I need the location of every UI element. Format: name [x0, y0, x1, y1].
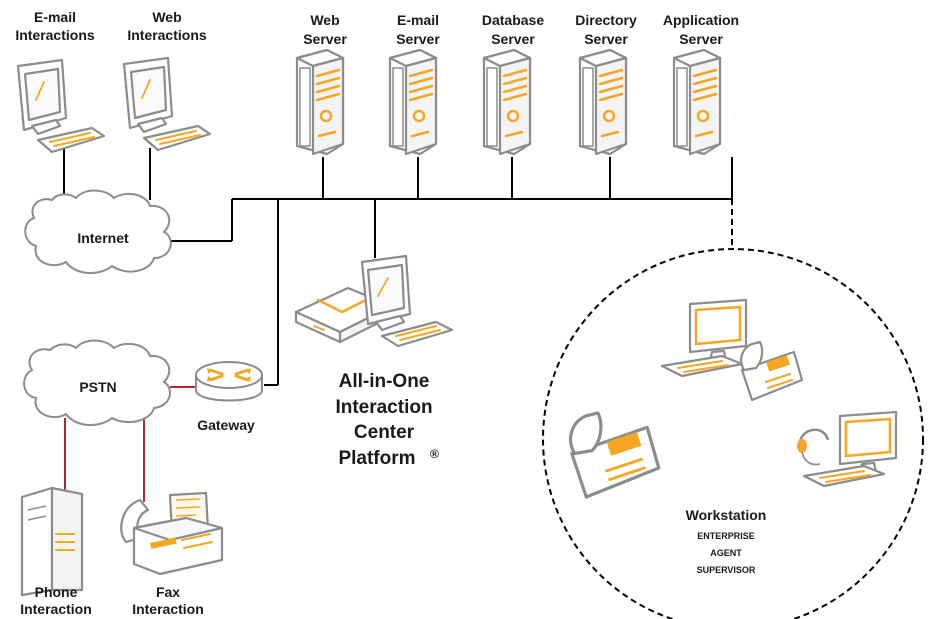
database-server-icon: [482, 48, 532, 156]
email-computer-icon: [16, 58, 106, 154]
gateway-router-icon: [195, 361, 263, 402]
svg-text:Interaction: Interaction: [132, 601, 204, 617]
web-server-icon: [295, 48, 345, 156]
svg-text:Interactions: Interactions: [15, 27, 95, 43]
svg-text:Fax: Fax: [156, 584, 180, 600]
workstation-title: Workstation: [686, 507, 767, 523]
workstation-role-enterprise: ENTERPRISE: [697, 531, 755, 541]
svg-text:Interactions: Interactions: [127, 27, 207, 43]
svg-text:Server: Server: [679, 31, 723, 47]
workstation-zone: [542, 248, 924, 619]
svg-text:Web: Web: [310, 12, 339, 28]
fax-machine-icon: [120, 491, 224, 576]
svg-text:Server: Server: [584, 31, 628, 47]
svg-text:E-mail: E-mail: [34, 9, 76, 25]
email-server-label: E-mail Server: [396, 12, 440, 47]
workstation-role-supervisor: SUPERVISOR: [697, 565, 756, 575]
fax-interaction-label: Fax Interaction: [132, 584, 204, 617]
desk-phone-icon: [569, 411, 661, 499]
phone-interaction-label: Phone Interaction: [20, 584, 92, 617]
workstation-keyboard-icon: [660, 354, 744, 378]
platform-computer-icon: [294, 254, 454, 348]
svg-text:Database: Database: [482, 12, 544, 28]
registered-mark: ®: [430, 447, 439, 461]
directory-server-icon: [578, 48, 628, 156]
svg-text:Interaction: Interaction: [20, 601, 92, 617]
web-server-label: Web Server: [303, 12, 347, 47]
svg-text:All-in-One: All-in-One: [339, 371, 430, 392]
headset-icon: [797, 428, 830, 466]
svg-text:Application: Application: [663, 12, 739, 28]
email-interactions-label: E-mail Interactions: [15, 9, 95, 43]
svg-text:Phone: Phone: [35, 584, 78, 600]
svg-text:Center: Center: [354, 422, 415, 443]
pstn-label: PSTN: [79, 379, 116, 395]
svg-text:Interaction: Interaction: [335, 397, 432, 418]
gateway-label: Gateway: [197, 417, 255, 433]
workstation-role-agent: AGENT: [710, 548, 742, 558]
network-lines: [63, 148, 733, 386]
directory-server-label: Directory Server: [575, 12, 637, 47]
web-computer-icon: [122, 56, 212, 152]
pstn-cloud-icon: [23, 339, 171, 426]
database-server-label: Database Server: [482, 12, 544, 47]
application-server-icon: [672, 48, 722, 156]
email-server-icon: [388, 48, 438, 156]
phone-tower-icon: [20, 486, 84, 597]
workstation-phone-icon: [740, 340, 804, 402]
headset-keyboard-icon: [802, 464, 886, 488]
workstation-monitor-icon: [688, 298, 748, 363]
application-server-label: Application Server: [663, 12, 739, 47]
svg-text:E-mail: E-mail: [397, 12, 439, 28]
headset-monitor-icon: [838, 410, 898, 475]
svg-text:Platform: Platform: [338, 448, 415, 469]
svg-text:Server: Server: [396, 31, 440, 47]
svg-text:Server: Server: [491, 31, 535, 47]
internet-label: Internet: [77, 230, 129, 246]
platform-title: All-in-One Interaction Center Platform ®: [335, 371, 439, 469]
svg-text:Directory: Directory: [575, 12, 637, 28]
web-interactions-label: Web Interactions: [127, 9, 207, 43]
svg-text:Web: Web: [152, 9, 181, 25]
internet-cloud-icon: [24, 189, 172, 274]
svg-text:Server: Server: [303, 31, 347, 47]
